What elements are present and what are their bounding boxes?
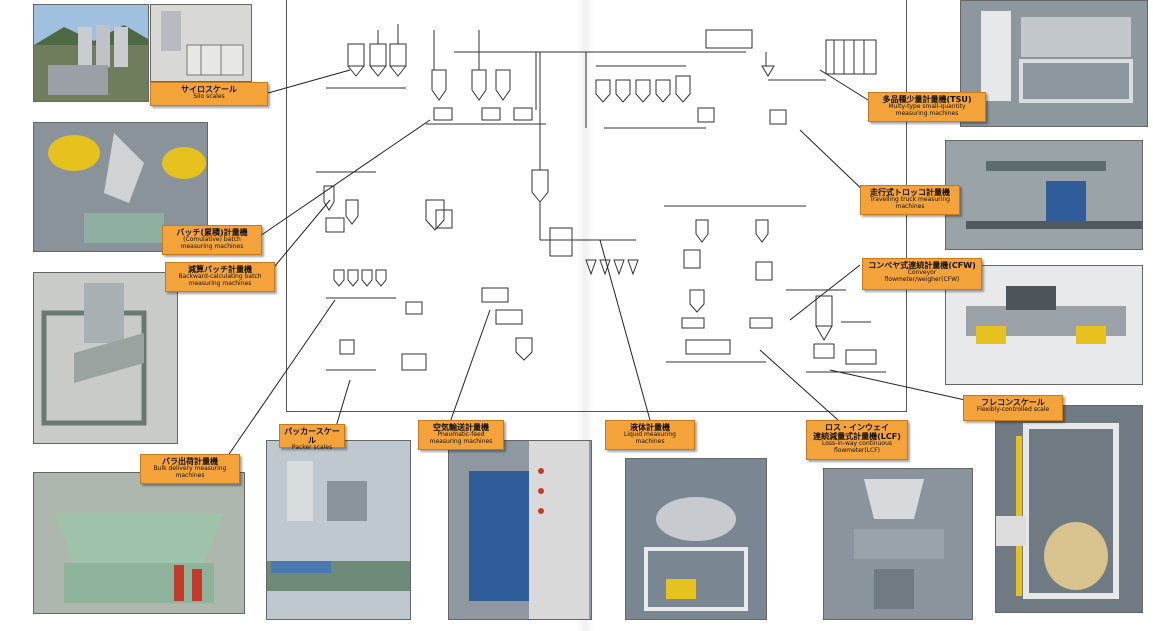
label-bulk: バラ出荷計量機 Bulk delivery measuring machines — [140, 454, 240, 484]
backward-label-jp: 減算バッチ計量機 — [188, 265, 252, 274]
liquid-label-en1: Liquid measuring — [624, 431, 676, 439]
batch-machine-photo — [33, 122, 208, 252]
lcf-photo — [823, 468, 973, 620]
tsu-label-jp: 多品種少量計量機(TSU) — [882, 95, 972, 104]
pneumatic-label-en1: Pneumatic-feed — [437, 431, 485, 439]
tsu-label-en2: measuring machines — [895, 110, 959, 118]
backward-batch-photo — [33, 272, 178, 444]
pneumatic-label-jp: 空気輸送計量機 — [433, 423, 489, 432]
process-flow-diagram — [316, 24, 886, 373]
bulk-delivery-photo — [33, 472, 245, 614]
label-cfw: コンベヤ式連続計量機(CFW) Conveyor flowmeter/weigh… — [862, 258, 982, 290]
label-packer: パッカースケール Packer scales — [279, 424, 345, 451]
bulk-label-jp: バラ出荷計量機 — [162, 457, 218, 466]
flexible-label-jp: フレコンスケール — [981, 398, 1045, 407]
packer-scale-photo — [266, 440, 411, 620]
liquid-photo — [625, 458, 767, 620]
bulk-label-en2: machines — [175, 472, 205, 480]
label-truck: 走行式トロッコ計量機 Travelling truck measuring ma… — [860, 185, 960, 215]
silo-label-jp: サイロスケール — [181, 85, 237, 94]
truck-label-en1: Travelling truck measuring — [870, 196, 950, 204]
pneumatic-photo — [448, 440, 592, 620]
truck-photo — [945, 140, 1143, 250]
label-lcf: ロス・インウェイ 連続減量式計量機(LCF) Loss-in-way conti… — [806, 420, 908, 460]
cfw-label-en2: flowmeter/weigher(CFW) — [884, 276, 960, 284]
silo-label-en: Silo scales — [193, 93, 225, 101]
bulk-label-en1: Bulk delivery measuring — [153, 465, 227, 473]
lcf-label-en2: flowmeter(LCF) — [833, 447, 881, 455]
liquid-label-jp: 液体計量機 — [630, 423, 670, 432]
cfw-label-en1: Conveyor — [907, 269, 937, 277]
packer-label-en: Packer scales — [291, 444, 333, 452]
label-tsu: 多品種少量計量機(TSU) Multy-type small-quantity … — [868, 92, 986, 122]
tsu-label-en1: Multy-type small-quantity — [888, 103, 966, 111]
truck-label-jp: 走行式トロッコ計量機 — [870, 188, 950, 197]
label-flexible: フレコンスケール Flexibly-controlled scale — [963, 395, 1063, 421]
label-batch: バッチ(累積)計量機 (Comulative) batch measuring … — [162, 225, 262, 255]
label-silo-scales: サイロスケール Silo scales — [150, 82, 268, 106]
packer-label-jp: パッカースケール — [284, 427, 340, 446]
tsu-photo — [960, 0, 1148, 127]
flexible-label-en: Flexibly-controlled scale — [976, 406, 1050, 414]
liquid-label-en2: machines — [635, 438, 665, 446]
backward-label-en1: Backward-calculating batch — [178, 273, 262, 281]
label-liquid: 液体計量機 Liquid measuring machines — [605, 420, 695, 450]
pneumatic-label-en2: measuring machines — [429, 438, 493, 446]
truck-label-en2: machines — [895, 203, 925, 211]
flexible-scale-photo — [995, 405, 1143, 613]
cfw-label-jp: コンベヤ式連続計量機(CFW) — [868, 261, 976, 270]
silo-detail-photo — [150, 4, 252, 82]
lcf-label-jp2: 連続減量式計量機(LCF) — [813, 432, 901, 442]
label-backward-batch: 減算バッチ計量機 Backward-calculating batch meas… — [165, 262, 275, 292]
lcf-label-jp1: ロス・インウェイ — [825, 423, 889, 432]
batch-label-en2: measuring machines — [180, 243, 244, 251]
batch-label-en1: (Comulative) batch — [183, 236, 241, 244]
backward-label-en2: measuring machines — [188, 280, 252, 288]
lcf-label-en1: Loss-in-way continuous — [822, 440, 892, 448]
silo-photo — [33, 4, 149, 102]
batch-label-jp: バッチ(累積)計量機 — [176, 228, 248, 237]
label-pneumatic: 空気輸送計量機 Pneumatic-feed measuring machine… — [418, 420, 504, 450]
